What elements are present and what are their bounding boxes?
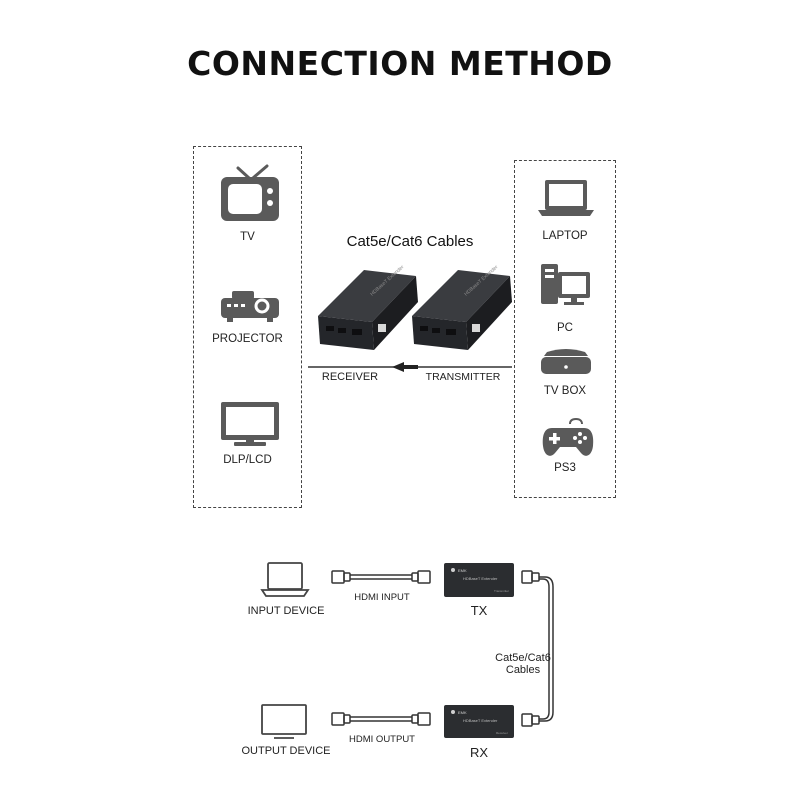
svg-text:EMK: EMK [458,710,467,715]
svg-text:EMK: EMK [458,568,467,573]
transmitter-device: HDBaseT Extender [412,264,512,350]
output-label-projector: PROJECTOR [212,333,283,345]
projector-icon [221,291,279,322]
monitor-icon [221,402,279,446]
cables-label-bottom-line2: Cables [505,664,541,676]
tx-label: TX [470,603,488,618]
hdmi-input-label: HDMI INPUT [354,592,410,603]
svg-text:HDBaseT Extender: HDBaseT Extender [463,718,498,723]
hdmi-output-cable [331,712,431,726]
input-label-pc: PC [557,322,573,334]
input-laptop-icon [260,562,310,597]
tv-icon [221,164,279,221]
tv-box-icon [541,349,591,374]
input-label-tv-box: TV BOX [543,385,587,397]
input-label-laptop: LAPTOP [542,230,588,242]
output-label-dlp-lcd: DLP/LCD [223,454,272,466]
output-devices-box [193,146,302,508]
signal-arrow [308,362,512,372]
page-title: CONNECTION METHOD [187,44,613,83]
transmitter-label: TRANSMITTER [425,371,501,383]
rx-device: EMK HDBaseT Extender Receiver [444,705,514,738]
input-label-ps3: PS3 [554,462,576,474]
hdmi-input-cable [331,570,431,584]
laptop-icon [538,180,594,216]
hdmi-output-label: HDMI OUTPUT [349,734,415,745]
network-cable [521,570,554,727]
svg-text:HDBaseT Extender: HDBaseT Extender [463,576,498,581]
output-monitor-icon [261,704,307,739]
cables-label: Cat5e/Cat6 Cables [346,233,474,250]
pc-icon [541,264,590,305]
tx-device: EMK HDBaseT Extender Transmitter [444,563,514,597]
input-devices-box [514,160,616,498]
output-device-label: OUTPUT DEVICE [241,745,331,757]
svg-text:Receiver: Receiver [496,731,508,735]
cables-label-bottom-line1: Cat5e/Cat6 [495,652,551,664]
receiver-device: HDBaseT Extender [318,264,418,350]
rx-label: RX [469,745,489,760]
svg-text:Transmitter: Transmitter [494,589,509,593]
receiver-label: RECEIVER [321,371,379,383]
gamepad-icon [542,417,594,456]
input-device-label: INPUT DEVICE [247,605,325,617]
output-label-tv: TV [240,231,255,243]
